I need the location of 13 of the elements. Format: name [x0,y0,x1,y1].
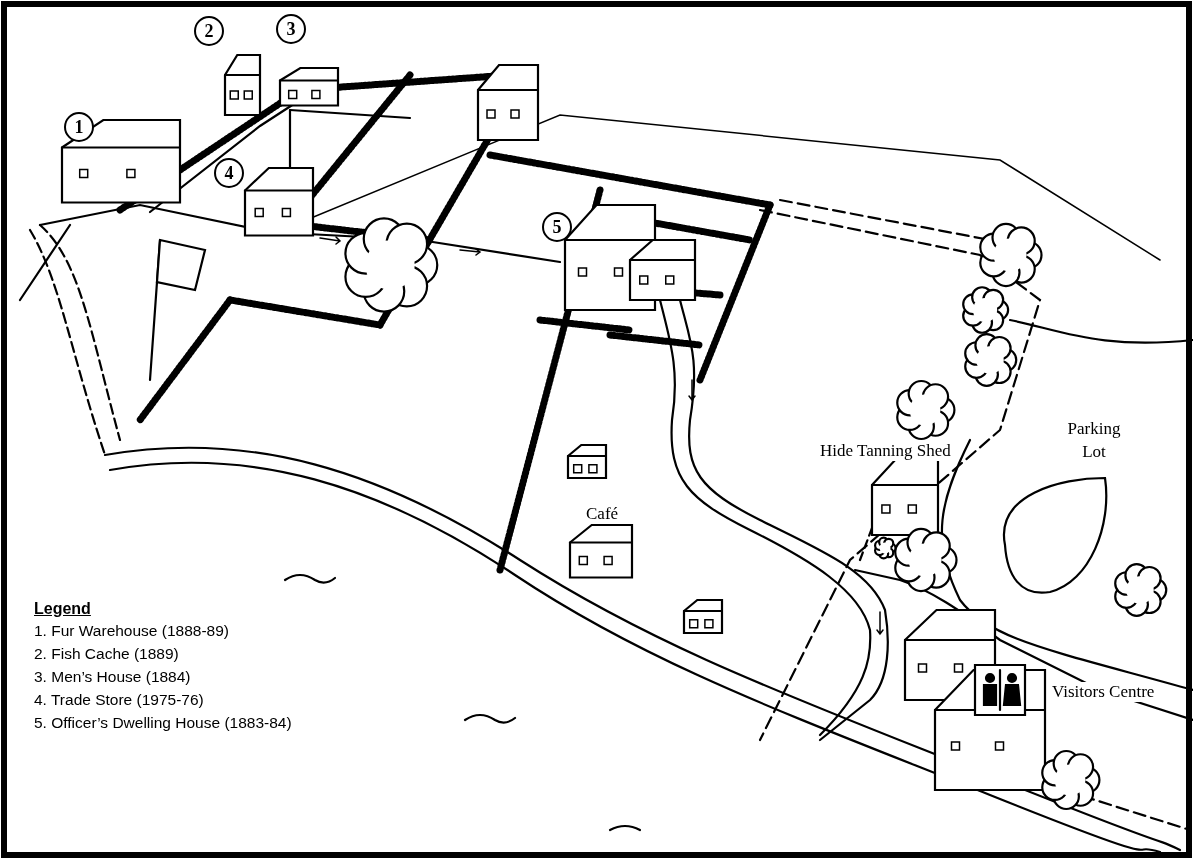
legend-title: Legend [34,600,91,618]
legend-entry: 4. Trade Store (1975-76) [34,691,204,709]
callout-number: 4 [214,158,244,188]
callout-number: 5 [542,212,572,242]
place-label: Hide Tanning Shed [818,441,953,461]
place-label: Visitors Centre [1050,682,1157,702]
callout-number: 2 [194,16,224,46]
legend-entry: 2. Fish Cache (1889) [34,645,179,663]
callout-number: 1 [64,112,94,142]
legend-entry: 3. Men’s House (1884) [34,668,191,686]
legend-entry: 1. Fur Warehouse (1888-89) [34,622,229,640]
legend-entry: 5. Officer’s Dwelling House (1883-84) [34,714,292,732]
callout-number: 3 [276,14,306,44]
